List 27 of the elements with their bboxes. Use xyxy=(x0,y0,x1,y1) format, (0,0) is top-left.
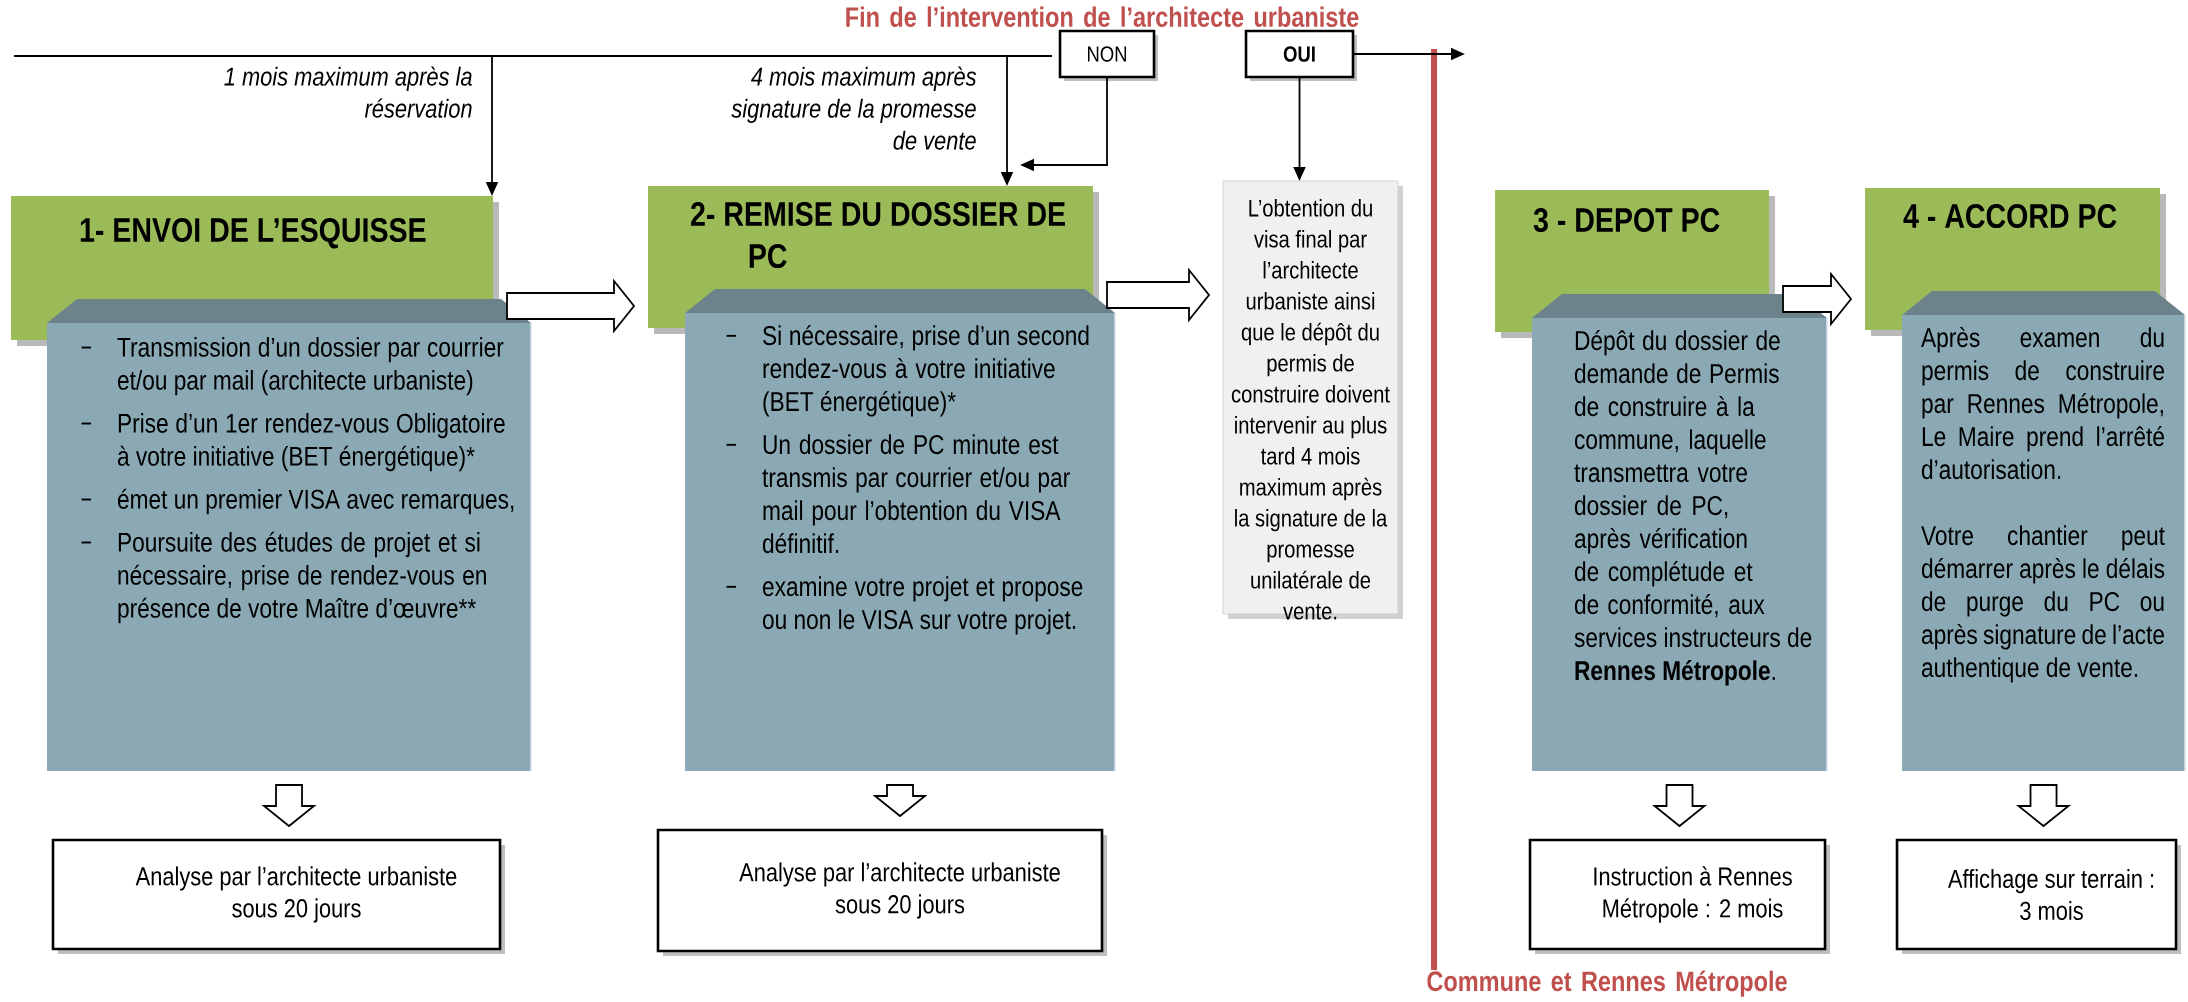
step-card xyxy=(685,289,1116,772)
note-box: L’obtention du visa final par l’architecte urbaniste ainsi que le dépôt du permis de construire doivent intervenir au plus tard 4 mois maximum après la signature de la promesse unilatérale de vente. xyxy=(1222,180,1403,620)
choice-box: OUI xyxy=(1244,29,1357,81)
block-arrow xyxy=(1782,271,1853,327)
result-box: Analyse par l’architecte urbaniste sous 20 jours xyxy=(51,838,505,954)
block-arrow xyxy=(261,784,317,828)
list-item: émet un premier VISA avec remarques, xyxy=(80,488,514,515)
choice-box: NON xyxy=(1058,29,1158,81)
result-box: Affichage sur terrain : 3 mois xyxy=(1895,838,2182,954)
step-card xyxy=(1532,294,1828,772)
section-label: Fin de l’intervention de l’architecte urbaniste xyxy=(846,6,1359,27)
list-item: examine votre projet et propose ou non le VISA sur votre projet. xyxy=(725,576,1083,635)
block-arrow xyxy=(506,278,636,334)
block-arrow xyxy=(2015,784,2072,828)
result-box: Instruction à Rennes Métropole : 2 mois xyxy=(1528,838,1830,954)
step-card xyxy=(1902,291,2186,772)
paragraph: Votre chantier peut démarrer après le délais de purge du PC ou après signature de l’acte authentique de vente. xyxy=(1921,525,2165,683)
result-box: Analyse par l’architecte urbaniste sous 20 jours xyxy=(656,828,1107,956)
block-arrow xyxy=(1651,784,1708,828)
block-arrow xyxy=(1106,267,1211,323)
deadline-note: 4 mois maximum après signature de la promesse de vente xyxy=(731,66,977,150)
deadline-note: 1 mois maximum après la réservation xyxy=(224,66,472,118)
step-card xyxy=(47,299,532,772)
list-item: Prise d’un 1er rendez-vous Obligatoire à votre initiative (BET énergétique)* xyxy=(80,413,505,472)
list-item: Poursuite des études de projet et si nécessaire, prise de rendez-vous en présence de votre Maître d’œuvre** xyxy=(80,531,486,624)
block-arrow xyxy=(872,784,928,818)
list-item: Un dossier de PC minute est transmis par courrier et/ou par mail pour l’obtention du VISA définitif. xyxy=(725,434,1070,554)
